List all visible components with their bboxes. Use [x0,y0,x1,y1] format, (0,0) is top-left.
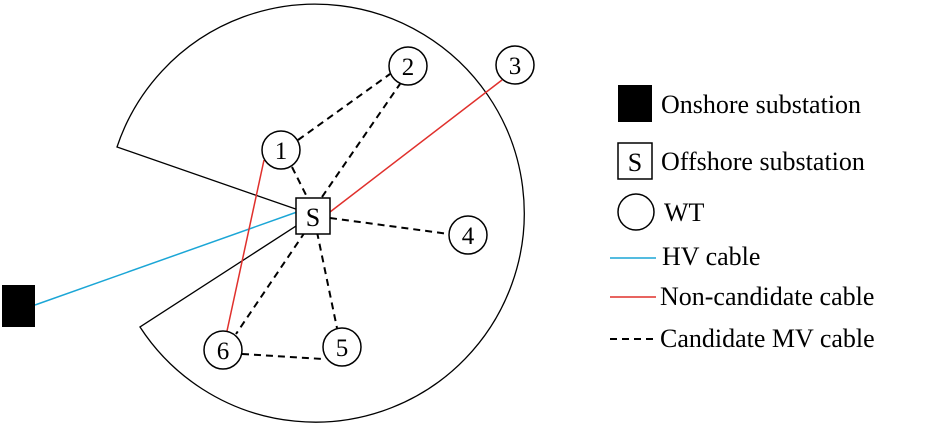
wt-label: 5 [336,335,349,362]
offshore-substation-label: S [306,203,320,232]
wt-label: 4 [462,223,475,250]
candidate-cable-s-5 [316,231,338,329]
legend-wt-label: WT [664,198,705,227]
wind-farm-boundary [116,3,525,423]
legend: Onshore substation S Offshore substation… [610,85,875,353]
legend-candidate-label: Candidate MV cable [660,324,875,353]
candidate-cable-s-6 [235,231,306,335]
legend-onshore-label: Onshore substation [661,90,861,119]
legend-offshore-label: Offshore substation [661,147,865,176]
wt-4: 4 [448,215,488,255]
candidate-cable-6-5 [241,353,324,360]
wt-2: 2 [388,46,428,86]
candidate-cable-1-2 [297,73,391,141]
noncandidate-cable-1-6 [226,159,265,332]
legend-offshore-symbol-label: S [628,148,642,177]
legend-offshore-symbol [617,142,653,180]
candidate-cables [235,73,450,360]
legend-wt-symbol [617,193,655,231]
legend-noncandidate-label: Non-candidate cable [660,282,874,311]
candidate-cable-s-2 [321,83,401,198]
candidate-cable-s-4 [329,217,450,235]
wt-label: 1 [275,138,288,165]
wt-label: 3 [509,53,522,80]
legend-hv-label: HV cable [662,242,760,271]
noncandidate-cable-s-3 [329,79,503,213]
wt-label: 2 [402,54,415,81]
candidate-cable-1-s [291,166,308,198]
hv-cable [34,211,298,306]
onshore-substation [2,285,35,327]
wt-3: 3 [495,45,535,85]
wt-label: 6 [217,338,230,365]
offshore-substation [295,197,331,235]
wt-5: 5 [322,327,362,367]
legend-onshore-symbol [618,85,652,122]
wt-6: 6 [203,330,243,370]
wt-1: 1 [261,130,301,170]
